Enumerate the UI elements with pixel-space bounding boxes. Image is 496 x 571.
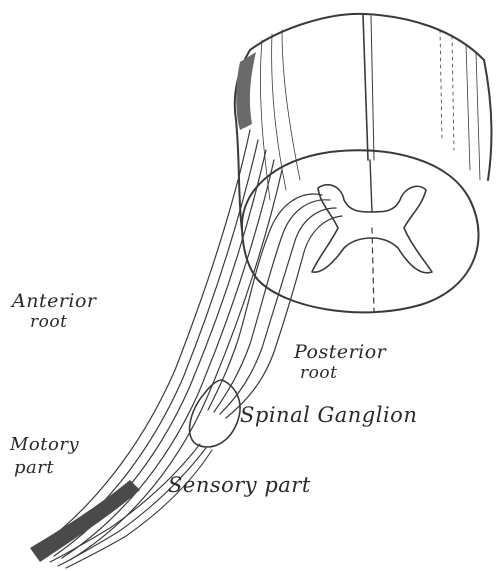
posterior-root-label-line1: Posterior: [294, 343, 386, 362]
sensory-part-fibers: [50, 444, 212, 568]
motory-part-label-line2: part: [14, 459, 54, 477]
cord-shading: [236, 52, 256, 130]
motory-part-label-line1: Motory: [10, 436, 79, 454]
anterior-root-label-line2: root: [30, 314, 67, 331]
sensory-part-label: Sensory part: [168, 475, 311, 496]
anterior-root-label-line1: Anterior: [12, 292, 97, 311]
posterior-root-label-line2: root: [300, 365, 337, 382]
spinal-ganglion: [190, 380, 240, 447]
spinal-ganglion-label: Spinal Ganglion: [240, 405, 417, 426]
